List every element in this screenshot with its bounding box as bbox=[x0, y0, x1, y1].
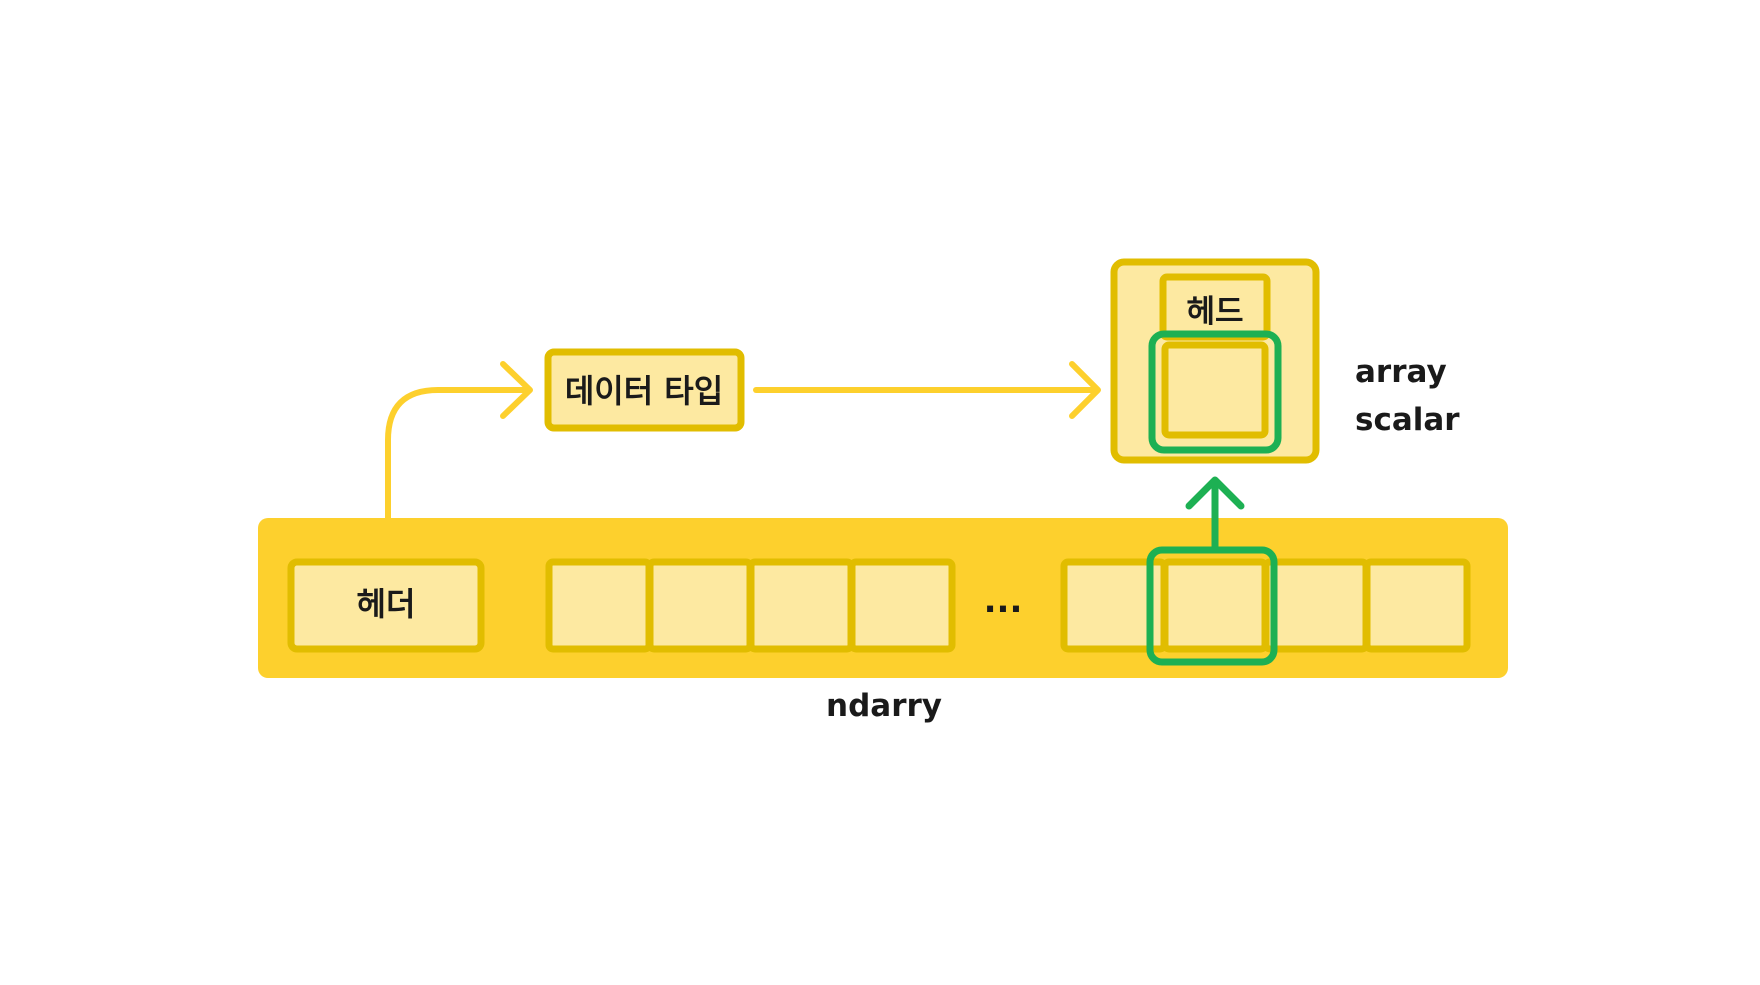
array-scalar-label-line2: scalar bbox=[1355, 402, 1460, 438]
ndarray-element-left-2 bbox=[646, 558, 754, 653]
ndarray-element-right-3 bbox=[1262, 558, 1370, 653]
ndarray-ellipsis: ... bbox=[984, 581, 1023, 621]
scalar-header-label: 헤드 bbox=[1186, 294, 1243, 330]
scalar-highlight-outline bbox=[1148, 330, 1282, 454]
array-scalar-label-line1: array bbox=[1355, 354, 1447, 390]
ndarray-element-right-2 bbox=[1161, 558, 1269, 653]
data-type-label: 데이터 타입 bbox=[565, 372, 723, 410]
header-to-datatype-arrow bbox=[385, 387, 526, 518]
ndarray-element-left-3 bbox=[747, 558, 855, 653]
arrow-head-icon bbox=[1069, 361, 1101, 419]
ndarray-header-label: 헤더 bbox=[357, 585, 416, 623]
arrow-head-icon bbox=[1185, 476, 1245, 510]
ndarray-element-left-4 bbox=[848, 558, 956, 653]
ndarray-element-right-4 bbox=[1363, 558, 1471, 653]
scalar-value-cell bbox=[1161, 341, 1269, 439]
highlighted-element-outline bbox=[1146, 546, 1278, 666]
ndarray-right-elements bbox=[1060, 558, 1471, 653]
arrow-head-icon bbox=[500, 361, 533, 419]
ndarray-label: ndarry bbox=[826, 688, 942, 724]
ndarray-header-cell bbox=[287, 558, 485, 653]
ndarray-left-elements bbox=[545, 558, 956, 653]
data-type-box bbox=[544, 348, 745, 432]
ndarray-element-left-1 bbox=[545, 558, 653, 653]
